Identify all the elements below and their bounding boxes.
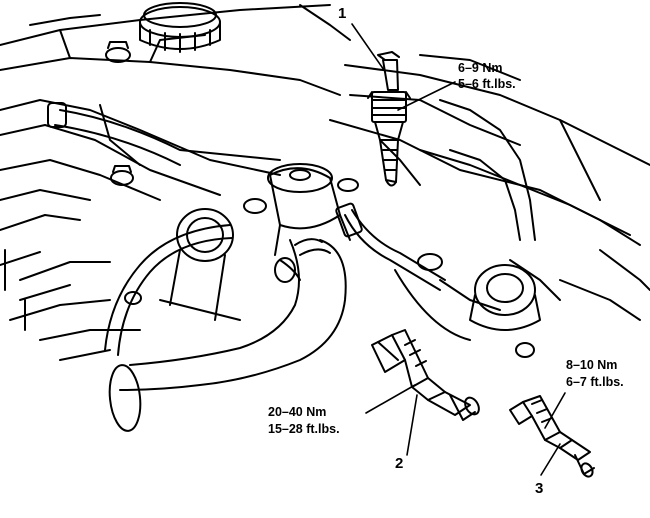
callout-2-torque-ftlb: 15–28 ft.lbs.	[268, 422, 340, 436]
callout-2-number: 2	[395, 455, 404, 472]
leader-lines	[351, 23, 566, 476]
vacuum-tube	[47, 102, 281, 356]
callout-1-torque-ftlb: 5–6 ft.lbs.	[458, 77, 516, 91]
leader-2-torque	[365, 384, 416, 414]
leader-1-torque	[397, 81, 456, 111]
radiator-hose	[108, 238, 347, 432]
callout-3-torque-ftlb: 6–7 ft.lbs.	[566, 375, 624, 389]
sensor-3-illustration	[509, 395, 595, 478]
leader-2	[406, 394, 418, 456]
distributor-cap	[469, 264, 541, 331]
engine-block-outline	[0, 4, 650, 361]
sensor-2-illustration	[371, 329, 480, 421]
leader-1	[351, 23, 385, 71]
leader-3-torque	[544, 392, 566, 429]
sensor-1-illustration	[367, 51, 411, 187]
oil-filler-cap	[139, 2, 221, 53]
callout-3-torque-nm: 8–10 Nm	[566, 358, 618, 372]
callout-1-number: 1	[338, 5, 347, 22]
sensor-harness	[274, 202, 501, 341]
egr-valve	[159, 208, 241, 321]
leader-3	[540, 443, 561, 476]
callout-3-number: 3	[535, 480, 544, 497]
thermostat-housing	[267, 163, 351, 256]
callout-2-torque-nm: 20–40 Nm	[268, 405, 327, 419]
callout-1-torque-nm: 6–9 Nm	[458, 61, 503, 75]
